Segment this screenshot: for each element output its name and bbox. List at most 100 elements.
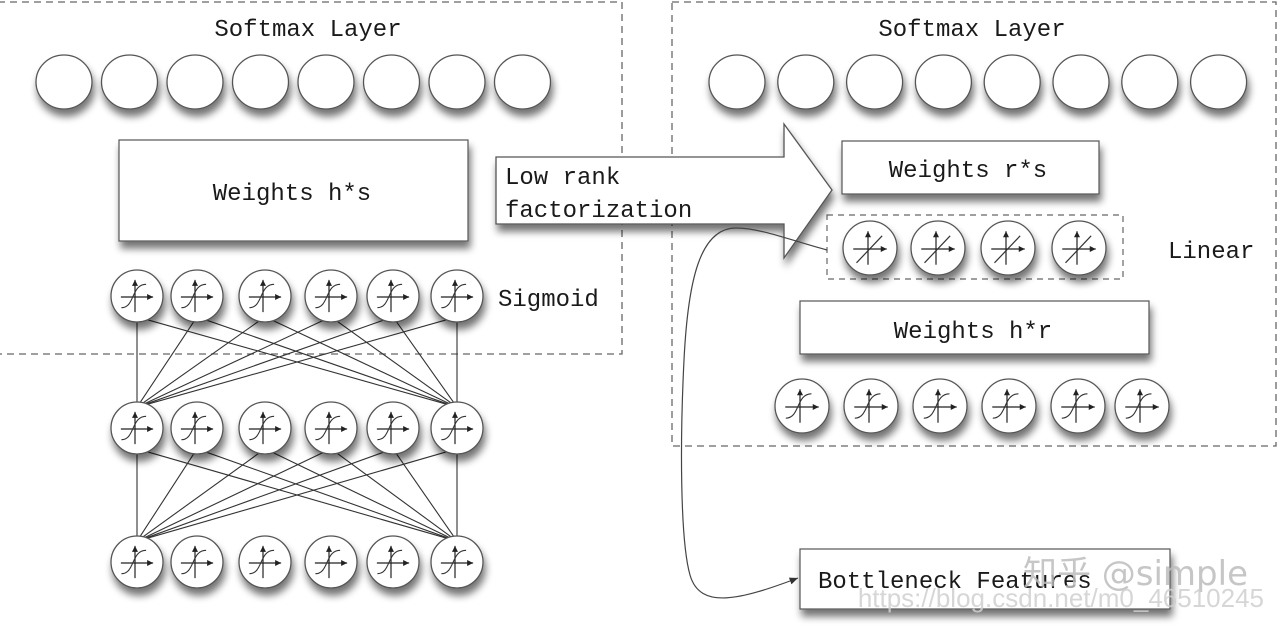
linear-node [910,220,966,276]
sigmoid-icon [180,411,214,445]
hidden-node [430,269,484,323]
sigmoid-icon [854,389,888,423]
hidden-node [366,535,420,589]
softmax-node [777,54,835,110]
bottleneck-label: Bottleneck Features [818,569,1092,596]
sigmoid-icon [440,279,474,313]
connection-line [264,316,458,408]
connection-line [330,316,458,408]
hidden-node [170,269,224,323]
connection-line [136,448,266,542]
softmax-node [914,54,973,110]
right-weights-bottom-box [799,300,1150,355]
connection-line [136,448,458,542]
connection-line [136,316,332,408]
sigmoid-icon [376,545,410,579]
softmax-node [231,54,290,110]
hidden-node [238,401,292,455]
softmax-node [1189,54,1248,110]
factorization-label-line1: Low rank [505,165,620,192]
hidden-node [110,401,164,455]
bottleneck-connector [680,227,828,599]
factorization-arrow [495,122,833,261]
right-softmax-nodes [708,54,1248,110]
sigmoid-icon [120,545,154,579]
softmax-node [493,54,552,110]
sigmoid-icon [248,279,282,313]
connection-line [196,448,458,542]
softmax-node [362,54,421,110]
right-weights-top-box [841,140,1100,195]
watermark-url: https://blog.csdn.net/m0_46510245 [858,583,1264,613]
softmax-node [428,54,486,110]
connection-line [136,316,394,408]
sigmoid-icon [120,279,154,313]
softmax-node [297,54,355,110]
hidden-node [1050,378,1106,434]
hidden-node [170,401,224,455]
left-hidden-nodes [110,269,484,589]
linear-layer-region [826,214,1124,280]
connection-line [136,316,266,408]
hidden-node [110,269,164,323]
sigmoid-icon [248,411,282,445]
linear-node [980,220,1036,276]
softmax-node [1052,54,1110,110]
hidden-node [304,535,358,589]
sigmoid-icon [440,545,474,579]
connection-line [136,448,394,542]
left-connections [136,316,458,542]
sigmoid-icon [120,411,154,445]
hidden-node [1114,378,1170,434]
sigmoid-icon [314,545,348,579]
right-softmax-label: Softmax Layer [878,17,1065,44]
sigmoid-icon [1125,389,1159,423]
linear-label: Linear [1168,239,1254,266]
softmax-node [100,54,159,110]
left-softmax-label: Softmax Layer [214,17,401,44]
hidden-node [304,269,358,323]
linear-icon [853,231,887,265]
softmax-node [845,54,904,110]
hidden-node [366,401,420,455]
connection-line [196,316,458,408]
connection-line [136,448,332,542]
hidden-node [366,269,420,323]
connection-line [136,316,458,408]
hidden-node [170,535,224,589]
softmax-node [35,54,93,110]
connection-line [392,448,458,542]
sigmoid-icon [180,545,214,579]
left-weights-box [118,139,469,242]
sigmoid-icon [992,389,1026,423]
sigmoid-icon [248,545,282,579]
connection-line [136,316,198,408]
connection-line [264,448,458,542]
sigmoid-icon [314,279,348,313]
softmax-node [1121,54,1179,110]
hidden-node [304,401,358,455]
hidden-node [110,535,164,589]
bottleneck-box [799,548,1171,610]
linear-node [1051,220,1107,276]
softmax-node [983,54,1041,110]
right-weights-bottom-label: Weights h*r [894,319,1052,346]
linear-nodes [842,220,1107,276]
softmax-node [708,54,766,110]
hidden-node [843,378,899,434]
linear-icon [991,231,1025,265]
linear-icon [1062,231,1096,265]
sigmoid-label: Sigmoid [498,287,599,314]
hidden-node [912,378,968,434]
left-weights-label: Weights h*s [213,181,371,208]
left-softmax-region [0,1,623,355]
softmax-node [166,54,224,110]
hidden-node [238,535,292,589]
connection-line [136,448,198,542]
linear-icon [921,231,955,265]
linear-node [842,220,898,276]
sigmoid-icon [1061,389,1095,423]
connection-line [330,448,458,542]
sigmoid-icon [440,411,474,445]
